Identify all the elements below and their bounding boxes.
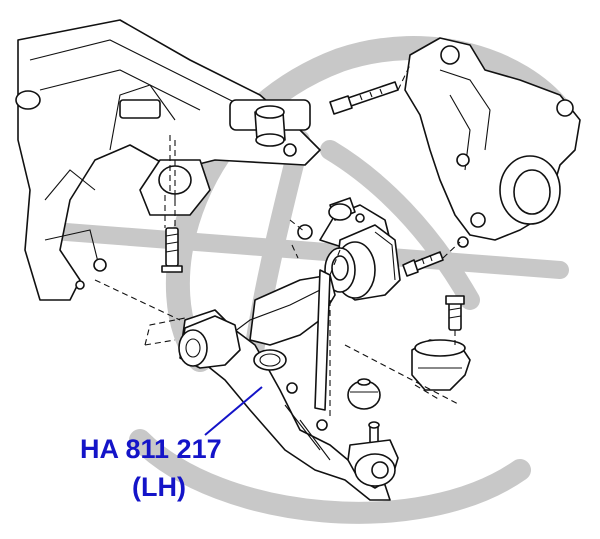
assembly-guide-lines [94,64,461,420]
ball-joint-bolt [445,295,465,331]
rear-hydro-bushing [324,224,401,301]
bushing-bolt [402,251,444,277]
ball-joint-boot [411,339,471,391]
front-bushing [178,315,241,369]
part-number-label: HA 811 217 [80,434,222,464]
subframe-mount-bushing [254,105,286,147]
subframe-bolt [161,227,183,273]
callout-leader-line [204,386,263,436]
steering-knuckle [404,37,581,248]
hub-h-logo-watermark [31,36,572,524]
knuckle-pinch-bolt [329,81,399,115]
rear-mount-bushing [347,378,381,410]
side-label: (LH) [132,472,186,502]
arm-ball-joint [347,421,399,489]
